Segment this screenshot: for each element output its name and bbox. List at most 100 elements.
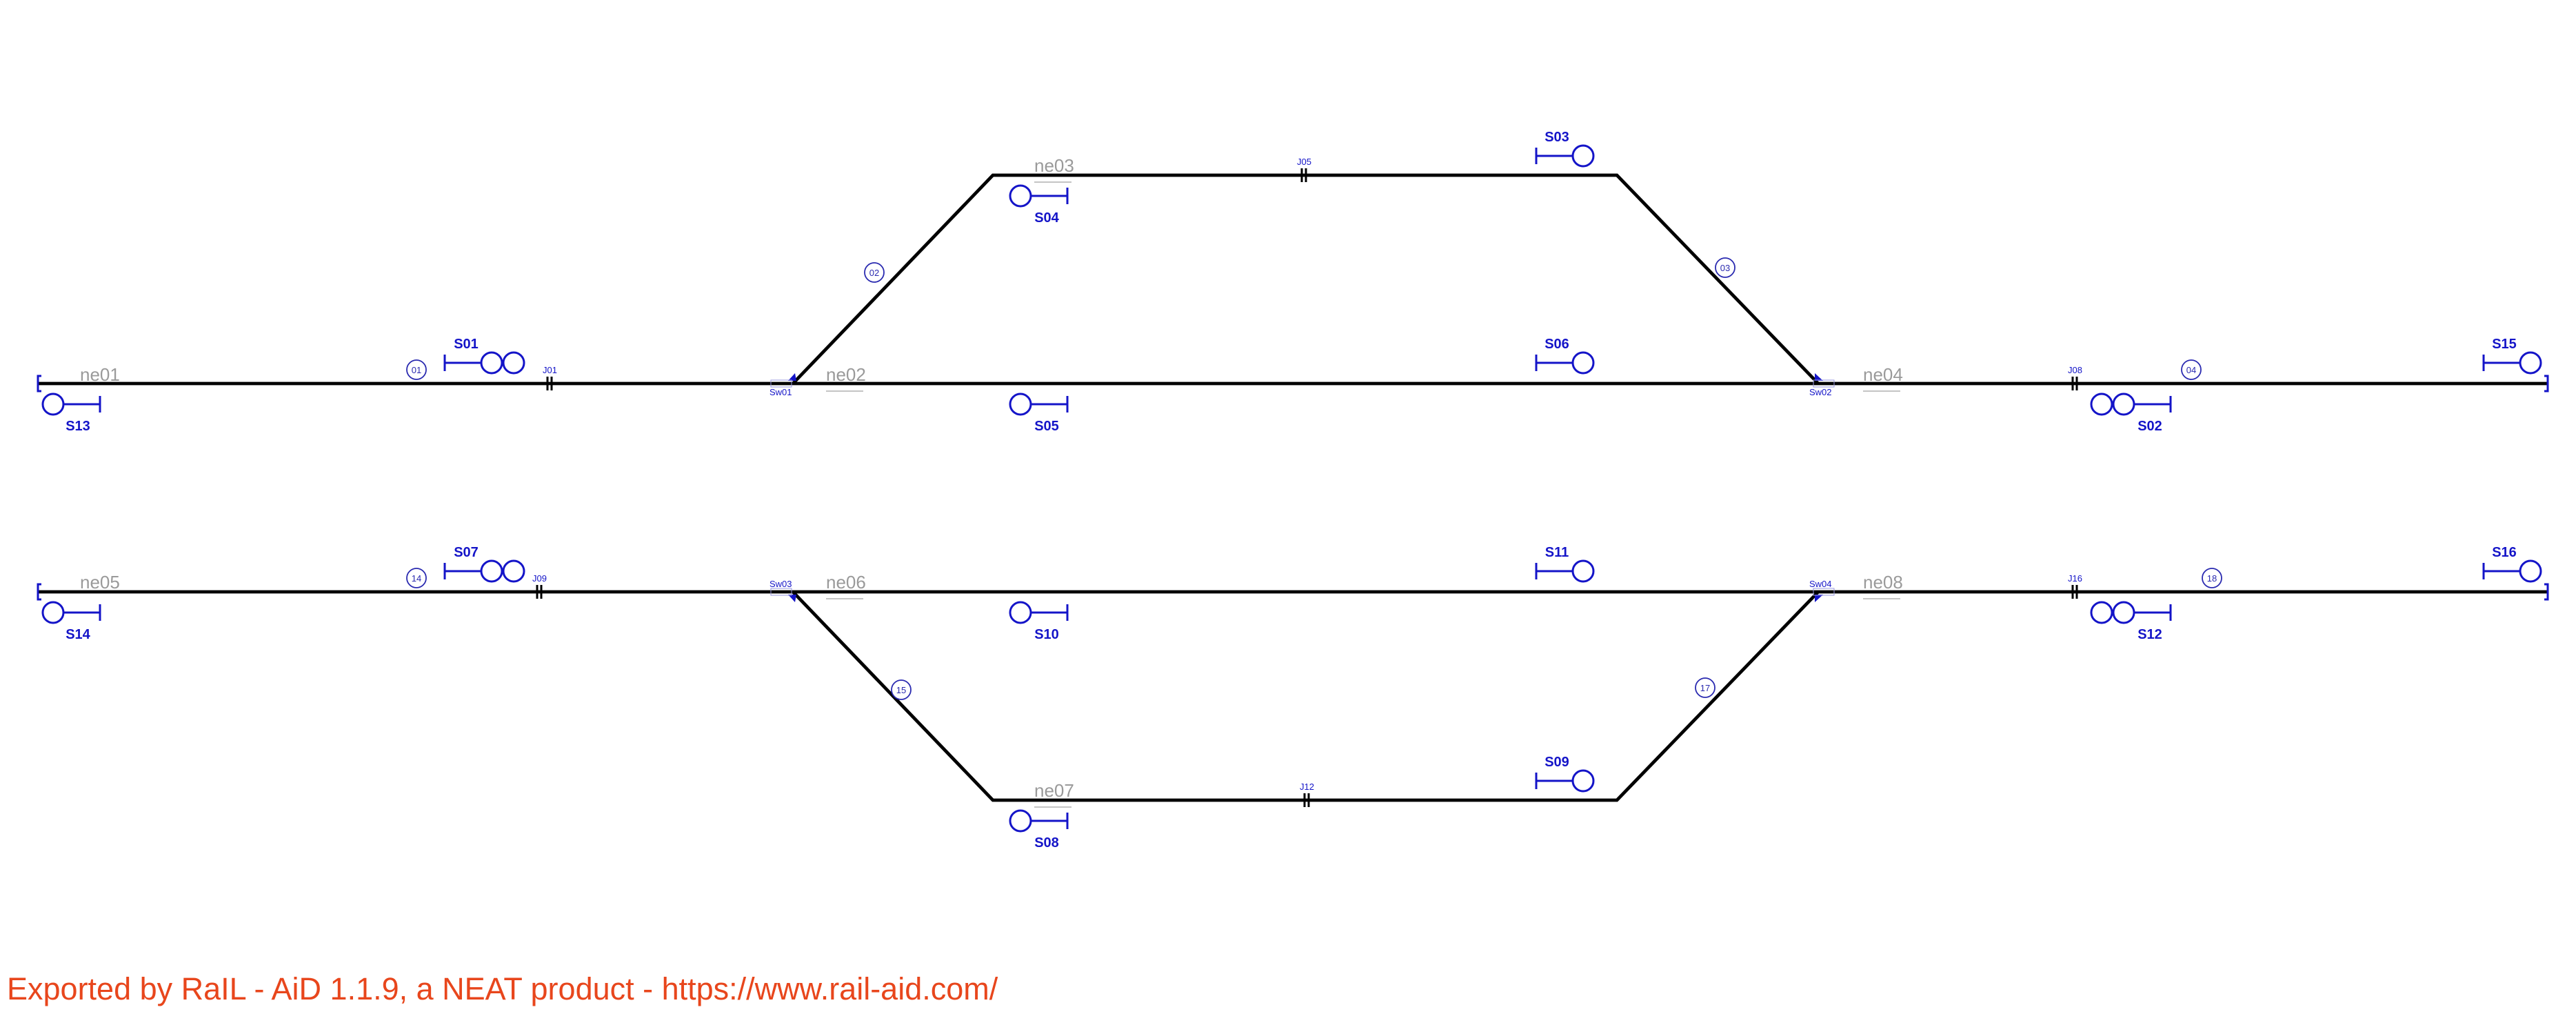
signal-s04: S04 [1009,184,1069,226]
buffer-stop-icon [2544,375,2549,392]
signal-label: S01 [454,337,479,352]
switch-sw03: Sw03 [769,579,796,602]
single-lamp-signal-icon [1535,769,1595,793]
single-lamp-signal-icon [41,601,101,624]
joint-label: J05 [1297,157,1311,167]
switch-point-icon [1815,595,1823,602]
joint-j01: J01 [543,365,557,390]
single-lamp-signal-icon [1535,144,1595,168]
route-marker-18: 18 [2202,568,2222,588]
joint-j16: J16 [2068,573,2082,599]
switch-label: Sw03 [769,579,792,589]
signal-label: S04 [1034,210,1059,226]
signal-s11: S11 [1535,545,1595,583]
signal-label: S06 [1544,337,1569,352]
signal-label: S07 [454,545,479,560]
single-lamp-signal-icon [1009,184,1069,208]
svg-text:04: 04 [2186,365,2196,375]
net-element-label: ne08 [1863,572,1903,593]
signal-label: S03 [1544,130,1569,145]
signal-label: S16 [2492,545,2517,560]
net-element-label: ne07 [1034,780,1074,801]
route-marker-17: 17 [1695,677,1715,698]
signal-s14: S14 [41,601,101,642]
joint-label: J01 [543,365,557,375]
track-upper-loop [792,173,1820,385]
double-lamp-signal-icon [443,351,525,375]
buffer-stop-icon [2544,583,2549,601]
route-marker-01: 01 [406,359,427,380]
net-element-labels: ne01 ne02 ne03 ne04 ne05 ne06 ne07 ne08 [80,155,1903,808]
switch-point-icon [788,595,796,602]
signal-s08: S08 [1009,809,1069,851]
route-marker-15: 15 [891,679,912,700]
track-lower-loop [792,590,1820,802]
net-element-label: ne03 [1034,155,1074,176]
switch-sw04: Sw04 [1809,579,1835,602]
buffer-stops [37,375,2549,601]
signal-s09: S09 [1535,755,1595,793]
single-lamp-signal-icon [1535,559,1595,583]
joint-label: J12 [1300,782,1314,792]
switch-label: Sw01 [769,387,792,397]
switch-point-icon [1815,373,1823,381]
double-lamp-signal-icon [443,559,525,583]
single-lamp-signal-icon [1009,601,1069,624]
route-markers: 01 02 03 04 14 15 17 18 [406,257,2222,700]
signal-label: S09 [1544,755,1569,770]
signal-label: S08 [1034,835,1059,851]
double-lamp-signal-icon [2090,601,2172,624]
signal-label: S12 [2137,627,2162,642]
switch-label: Sw02 [1809,387,1832,397]
single-lamp-signal-icon [1009,392,1069,416]
signal-s10: S10 [1009,601,1069,642]
joint-j05: J05 [1297,157,1311,182]
single-lamp-signal-icon [1009,809,1069,833]
single-lamp-signal-icon [2482,559,2542,583]
signal-s15: S15 [2482,337,2542,375]
switch-label: Sw04 [1809,579,1832,589]
svg-text:02: 02 [869,268,879,278]
signal-s07: S07 [443,545,525,583]
signal-label: S14 [66,627,90,642]
signal-label: S11 [1545,545,1569,560]
route-marker-14: 14 [406,568,427,588]
signal-s12: S12 [2090,601,2172,642]
net-element-label: ne06 [826,572,866,593]
single-lamp-signal-icon [41,392,101,416]
signal-label: S10 [1034,627,1059,642]
buffer-stop-icon [37,583,41,601]
svg-text:17: 17 [1700,683,1710,693]
signals: S01 S02 S03 [41,130,2542,851]
single-lamp-signal-icon [2482,351,2542,375]
signal-label: S05 [1034,419,1059,434]
switch-point-icon [788,373,796,381]
joint-label: J08 [2068,365,2082,375]
signal-label: S13 [66,419,90,434]
svg-text:14: 14 [412,573,421,584]
signal-s01: S01 [443,337,525,375]
signal-s02: S02 [2090,392,2172,434]
signal-label: S15 [2492,337,2517,352]
joint-j09: J09 [532,573,547,599]
signal-s06: S06 [1535,337,1595,375]
track-network [38,173,2548,802]
joint-label: J16 [2068,573,2082,584]
switches: Sw01 Sw02 Sw03 Sw04 [769,373,1835,602]
signal-label: S02 [2137,419,2162,434]
net-element-label: ne02 [826,364,866,385]
switch-sw01: Sw01 [769,373,796,397]
signal-s03: S03 [1535,130,1595,168]
export-footer-text: Exported by RaIL - AiD 1.1.9, a NEAT pro… [7,971,998,1006]
net-element-label: ne05 [80,572,120,593]
signal-s13: S13 [41,392,101,434]
svg-text:03: 03 [1720,263,1730,273]
svg-text:01: 01 [412,365,421,375]
joint-j12: J12 [1300,782,1314,807]
route-marker-02: 02 [864,262,885,283]
single-lamp-signal-icon [1535,351,1595,375]
joints: J01 J05 J08 J09 J12 J16 [532,157,2082,807]
buffer-stop-icon [37,375,41,392]
switch-sw02: Sw02 [1809,373,1835,397]
